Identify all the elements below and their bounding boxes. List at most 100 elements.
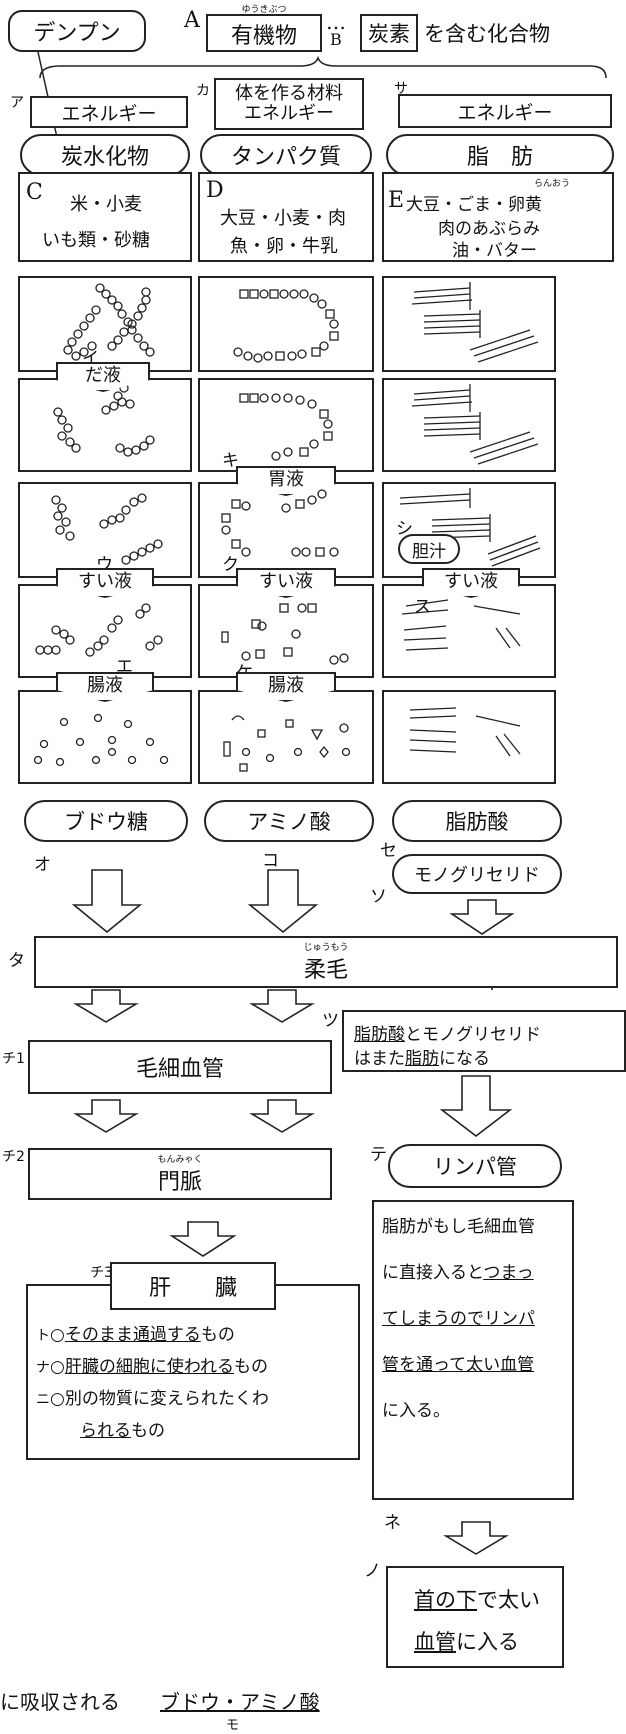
protein-stage1 bbox=[198, 276, 374, 372]
denpun-text: デンプン bbox=[33, 21, 121, 46]
label-e: E bbox=[388, 188, 405, 213]
arrow-mono-villi bbox=[449, 899, 515, 935]
arrow-capillary-portal-2 bbox=[249, 1099, 315, 1133]
role-protein: 体を作る材料 エネルギー bbox=[214, 78, 364, 130]
lymph-pill: リンパ管 bbox=[388, 1144, 562, 1188]
foods-fat: らんおう E 大豆・ごま・卵黄 肉のあぶらみ 油・バター bbox=[382, 172, 614, 262]
contains-text: を含む化合物 bbox=[424, 22, 550, 46]
lymph-note-4: 管を通って太い血管 bbox=[382, 1355, 535, 1375]
organic-box: ゆうきぶつ 有機物 bbox=[206, 5, 322, 52]
header-brace bbox=[39, 55, 607, 79]
maltose-chains bbox=[51, 493, 163, 565]
role-energy-carb: エネルギー bbox=[30, 96, 188, 128]
lymph-note-2b: つまっ bbox=[483, 1263, 534, 1283]
footer-mo: モ bbox=[226, 1718, 240, 1733]
fatty-acids-monoglyceride bbox=[409, 707, 521, 757]
villi-box: じゅうもう 柔毛 bbox=[34, 936, 618, 988]
fat-stage2 bbox=[382, 378, 556, 472]
liver-item-na-circle: ○ bbox=[50, 1357, 65, 1377]
label-ka: カ bbox=[196, 83, 210, 99]
foods-fat-line2: 肉のあぶらみ bbox=[438, 219, 540, 239]
liver-item-ni-text: ○別の物質に変えられたくわ bbox=[50, 1389, 269, 1409]
intestinal-text-carb: 腸液 bbox=[87, 675, 123, 696]
carb-stage3 bbox=[18, 482, 192, 578]
neck-big: で太い bbox=[477, 1588, 540, 1612]
maltose-pairs bbox=[35, 603, 163, 657]
label-no: ノ bbox=[364, 1561, 381, 1581]
liver-item-to-label: ト bbox=[36, 1328, 50, 1344]
starch-fragments bbox=[53, 383, 155, 457]
liver-item-ni-stored: られる bbox=[80, 1421, 131, 1441]
liver-item-na: ナ○肝臓の細胞に使われるもの bbox=[36, 1352, 268, 1377]
carb-stage1 bbox=[18, 276, 192, 372]
liver-item-to-circle: ○ bbox=[50, 1325, 65, 1345]
neck-box: 首の下で太い 血管に入る bbox=[386, 1566, 564, 1668]
label-su: ス bbox=[414, 597, 431, 617]
neck-enter: に入る bbox=[456, 1630, 519, 1654]
nutrient-fat: 脂 肪 bbox=[386, 134, 614, 176]
reform-line2: はまた脂肪になる bbox=[354, 1044, 490, 1069]
label-chi1: チ1 bbox=[2, 1051, 25, 1067]
organic-text: 有機物 bbox=[230, 24, 297, 49]
label-chi2: チ2 bbox=[2, 1149, 25, 1165]
nutrient-protein: タンパク質 bbox=[200, 134, 372, 176]
role-energy-fat: エネルギー bbox=[398, 94, 612, 128]
foods-carb-line1: 米・小麦 bbox=[70, 194, 142, 215]
reform-fattyacid: 脂肪酸 bbox=[354, 1025, 405, 1045]
carb-stage2 bbox=[18, 378, 192, 472]
lymph-note-box: 脂肪がもし毛細血管 に直接入るとつまっ てしまうのでリンパ 管を通って太い血管 … bbox=[372, 1200, 574, 1500]
footer-glucose-amino: ブドウ・アミノ酸 bbox=[160, 1690, 320, 1714]
label-d: D bbox=[206, 178, 224, 203]
organic-ruby: ゆうきぶつ bbox=[241, 5, 287, 15]
dipeptides bbox=[221, 603, 349, 665]
arrow-capillary-portal-1 bbox=[73, 1099, 139, 1133]
product-monoglyceride: モノグリセリド bbox=[392, 854, 562, 894]
label-o: オ bbox=[34, 855, 51, 875]
product-glucose: ブドウ糖 bbox=[24, 800, 188, 842]
label-ne: ネ bbox=[384, 1513, 401, 1533]
nutrient-fat-text: 脂 肪 bbox=[466, 145, 533, 170]
product-fatty: 脂肪酸 bbox=[392, 800, 562, 842]
saliva-text: だ液 bbox=[85, 365, 121, 386]
label-chi3: チ3 bbox=[90, 1265, 113, 1281]
label-te: テ bbox=[370, 1145, 387, 1165]
liver-item-to-pass: そのまま通過する bbox=[64, 1325, 201, 1345]
fat-stage4 bbox=[382, 584, 556, 678]
bile-text: 胆汁 bbox=[412, 541, 446, 562]
label-ki: キ bbox=[222, 451, 239, 471]
villi-ruby: じゅうもう bbox=[303, 943, 349, 953]
label-sa: サ bbox=[394, 81, 408, 97]
portal-ruby: もんみゃく bbox=[157, 1155, 203, 1165]
foods-protein: D 大豆・小麦・肉 魚・卵・牛乳 bbox=[198, 172, 374, 262]
reform-become: になる bbox=[439, 1049, 490, 1069]
liver-item-ni-label: ニ bbox=[36, 1392, 50, 1408]
carb-stage5 bbox=[18, 690, 192, 784]
arrow-lymph-neck bbox=[443, 1521, 509, 1555]
fat-triglycerides-2 bbox=[411, 384, 539, 465]
reform-mono: とモノグリセリド bbox=[405, 1025, 541, 1045]
intestinal-text-protein: 腸液 bbox=[268, 675, 304, 696]
fat-triglycerides-1 bbox=[411, 282, 539, 363]
portal-text: 門脈 bbox=[157, 1170, 202, 1195]
protein-chain-partial bbox=[239, 393, 333, 461]
product-amino: アミノ酸 bbox=[204, 800, 374, 842]
nutrient-protein-text: タンパク質 bbox=[230, 145, 341, 170]
peptide-fragments bbox=[221, 489, 339, 557]
label-a-role: ア bbox=[10, 95, 24, 111]
foods-protein-line1: 大豆・小麦・肉 bbox=[220, 208, 346, 229]
label-ko: コ bbox=[262, 851, 279, 871]
foods-protein-line2: 魚・卵・牛乳 bbox=[230, 236, 338, 257]
digestion-drawings bbox=[33, 282, 541, 772]
foods-fat-line1: 大豆・ごま・卵黄 bbox=[406, 195, 542, 215]
liver-title-box: 肝 臓 bbox=[110, 1262, 276, 1310]
fat-stage1 bbox=[382, 276, 556, 372]
label-so: ソ bbox=[370, 887, 387, 907]
foods-fat-line3: 油・バター bbox=[452, 241, 537, 261]
liver-item-ni: ニ○別の物質に変えられたくわ bbox=[36, 1384, 269, 1409]
product-glucose-text: ブドウ糖 bbox=[64, 810, 148, 834]
product-monoglyceride-text: モノグリセリド bbox=[414, 865, 540, 886]
capillary-text: 毛細血管 bbox=[135, 1057, 224, 1082]
label-ta: タ bbox=[8, 951, 25, 971]
carb-stage4 bbox=[18, 584, 192, 678]
